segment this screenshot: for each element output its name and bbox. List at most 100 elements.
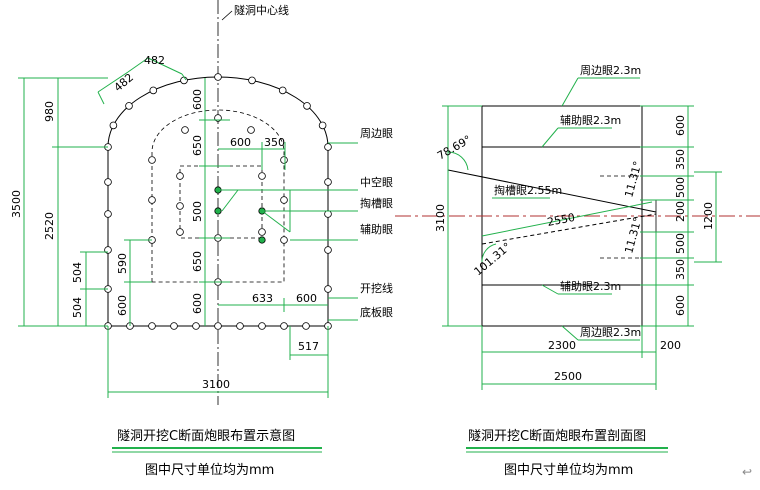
label-aux-top: 辅助眼2.3m <box>560 113 621 127</box>
blast-hole-perimeter <box>104 178 112 186</box>
blast-hole-floor <box>170 322 178 330</box>
blast-hole-aux <box>247 126 255 134</box>
right-diagram: 周边眼2.3m 辅助眼2.3m 掏槽眼2.55m 辅助眼2.3m 周边眼2.3m… <box>395 64 760 479</box>
dim-left-600-bottom: 600 <box>116 295 129 316</box>
dim-arc-1: 482 <box>112 71 136 94</box>
dim-total-height: 3500 <box>10 190 23 218</box>
blast-hole-perimeter <box>324 246 332 254</box>
blast-hole-perimeter <box>303 102 311 110</box>
blast-hole-aux <box>176 202 184 210</box>
blast-hole-floor <box>258 322 266 330</box>
dim-height: 3100 <box>434 204 447 232</box>
angle-a3: 11.31° <box>622 216 644 255</box>
label-cut: 掏槽眼 <box>360 196 393 210</box>
dim-arc-2: 482 <box>144 54 165 67</box>
dim-left-504-upper: 504 <box>71 262 84 283</box>
centerline-leader <box>221 10 233 21</box>
blast-hole-aux <box>280 156 288 164</box>
dim-right-350-top: 350 <box>674 149 687 170</box>
blast-hole-floor <box>236 322 244 330</box>
right-caption: 隧洞开挖C断面炮眼布置剖面图 <box>468 428 646 444</box>
blast-hole-perimeter <box>104 210 112 218</box>
label-aux-bottom: 辅助眼2.3m <box>560 279 621 293</box>
dim-center-500: 500 <box>191 201 204 222</box>
dim-top-350: 350 <box>264 136 285 149</box>
dim-left-590: 590 <box>116 253 129 274</box>
blast-hole-perimeter <box>125 102 133 110</box>
blast-hole-perimeter <box>324 178 332 186</box>
centerline-label: 隧洞中心线 <box>234 3 289 17</box>
left-dimension-lines <box>18 57 329 398</box>
right-dimension-lines <box>442 105 722 390</box>
blast-hole-perimeter <box>214 73 222 81</box>
angle-a2: 11.31° <box>622 160 644 199</box>
left-caption: 隧洞开挖C断面炮眼布置示意图 <box>117 428 295 444</box>
cut-hole-upper <box>447 169 657 213</box>
dim-cut-length: 2550 <box>546 211 576 229</box>
dim-bottom-633: 633 <box>252 292 273 305</box>
blast-hole-perimeter <box>318 121 327 130</box>
dim-center-650-bottom: 650 <box>191 251 204 272</box>
blast-hole-aux <box>181 126 189 134</box>
label-perimeter-top: 周边眼2.3m <box>580 64 641 77</box>
blast-hole-aux <box>148 156 156 164</box>
blast-hole-floor <box>192 322 200 330</box>
label-cut: 掏槽眼2.55m <box>494 183 562 197</box>
blast-hole-perimeter <box>324 210 332 218</box>
label-leaders <box>290 142 358 321</box>
blast-hole-cut <box>214 207 222 215</box>
blast-hole-aux <box>176 172 184 180</box>
dim-total-width: 3100 <box>202 378 230 391</box>
blast-hole-aux <box>258 172 266 180</box>
blast-hole-floor <box>214 322 222 330</box>
blast-hole-cut <box>258 236 266 244</box>
dim-right-517: 517 <box>298 340 319 353</box>
dim-right-500-bottom: 500 <box>674 233 687 254</box>
angle-arc-a4 <box>481 243 497 263</box>
blast-hole-perimeter <box>324 285 332 293</box>
dim-center-600-bottom: 600 <box>191 293 204 314</box>
right-unit-note: 图中尺寸单位均为mm <box>504 463 633 478</box>
leader-lines <box>218 189 291 233</box>
dim-lower-height: 2520 <box>43 212 56 240</box>
cut-hole-lower <box>481 213 657 245</box>
label-perimeter: 周边眼 <box>360 127 393 140</box>
dim-right-200: 200 <box>674 201 687 222</box>
dim-left-504-lower: 504 <box>71 297 84 318</box>
blast-hole-aux <box>280 196 288 204</box>
blast-hole-perimeter <box>109 121 118 130</box>
dim-right-350-bottom: 350 <box>674 259 687 280</box>
blast-hole-perimeter <box>149 86 158 95</box>
blast-hole-floor <box>148 322 156 330</box>
dim-center-600-top: 600 <box>191 89 204 110</box>
left-unit-note: 图中尺寸单位均为mm <box>145 463 274 478</box>
blast-hole-aux <box>148 196 156 204</box>
angle-arc-a1 <box>447 151 469 171</box>
blast-hole-aux <box>176 228 184 236</box>
blast-hole-perimeter <box>180 76 188 85</box>
label-auxiliary: 辅助眼 <box>360 222 393 236</box>
blast-hole-perimeter <box>278 86 287 95</box>
angle-a1: 78.69° <box>435 133 474 163</box>
blast-hole-floor <box>302 322 310 330</box>
right-label-leaders <box>492 77 640 341</box>
dim-right-1200: 1200 <box>702 202 715 230</box>
blast-hole-perimeter <box>324 143 332 151</box>
dim-upper-height: 980 <box>43 101 56 122</box>
angle-a4: 101.31° <box>472 240 514 278</box>
dim-right-600-top: 600 <box>674 115 687 136</box>
dim-bottom-200: 200 <box>660 339 681 352</box>
dim-top-600: 600 <box>230 136 251 149</box>
dim-bottom-2300: 2300 <box>548 339 576 352</box>
dim-right-500-top: 500 <box>674 177 687 198</box>
label-floor: 底板眼 <box>360 305 393 319</box>
dim-bottom-2500: 2500 <box>554 370 582 383</box>
blast-hole-aux <box>280 236 288 244</box>
blast-hole-aux <box>258 228 266 236</box>
label-perimeter-bottom: 周边眼2.3m <box>580 326 641 339</box>
blast-hole-floor <box>280 322 288 330</box>
dim-bottom-600: 600 <box>296 292 317 305</box>
dim-right-600-bottom: 600 <box>674 295 687 316</box>
left-diagram: 隧洞中心线 周边眼 中空眼 掏槽眼 辅助眼 开挖线 <box>10 0 393 478</box>
